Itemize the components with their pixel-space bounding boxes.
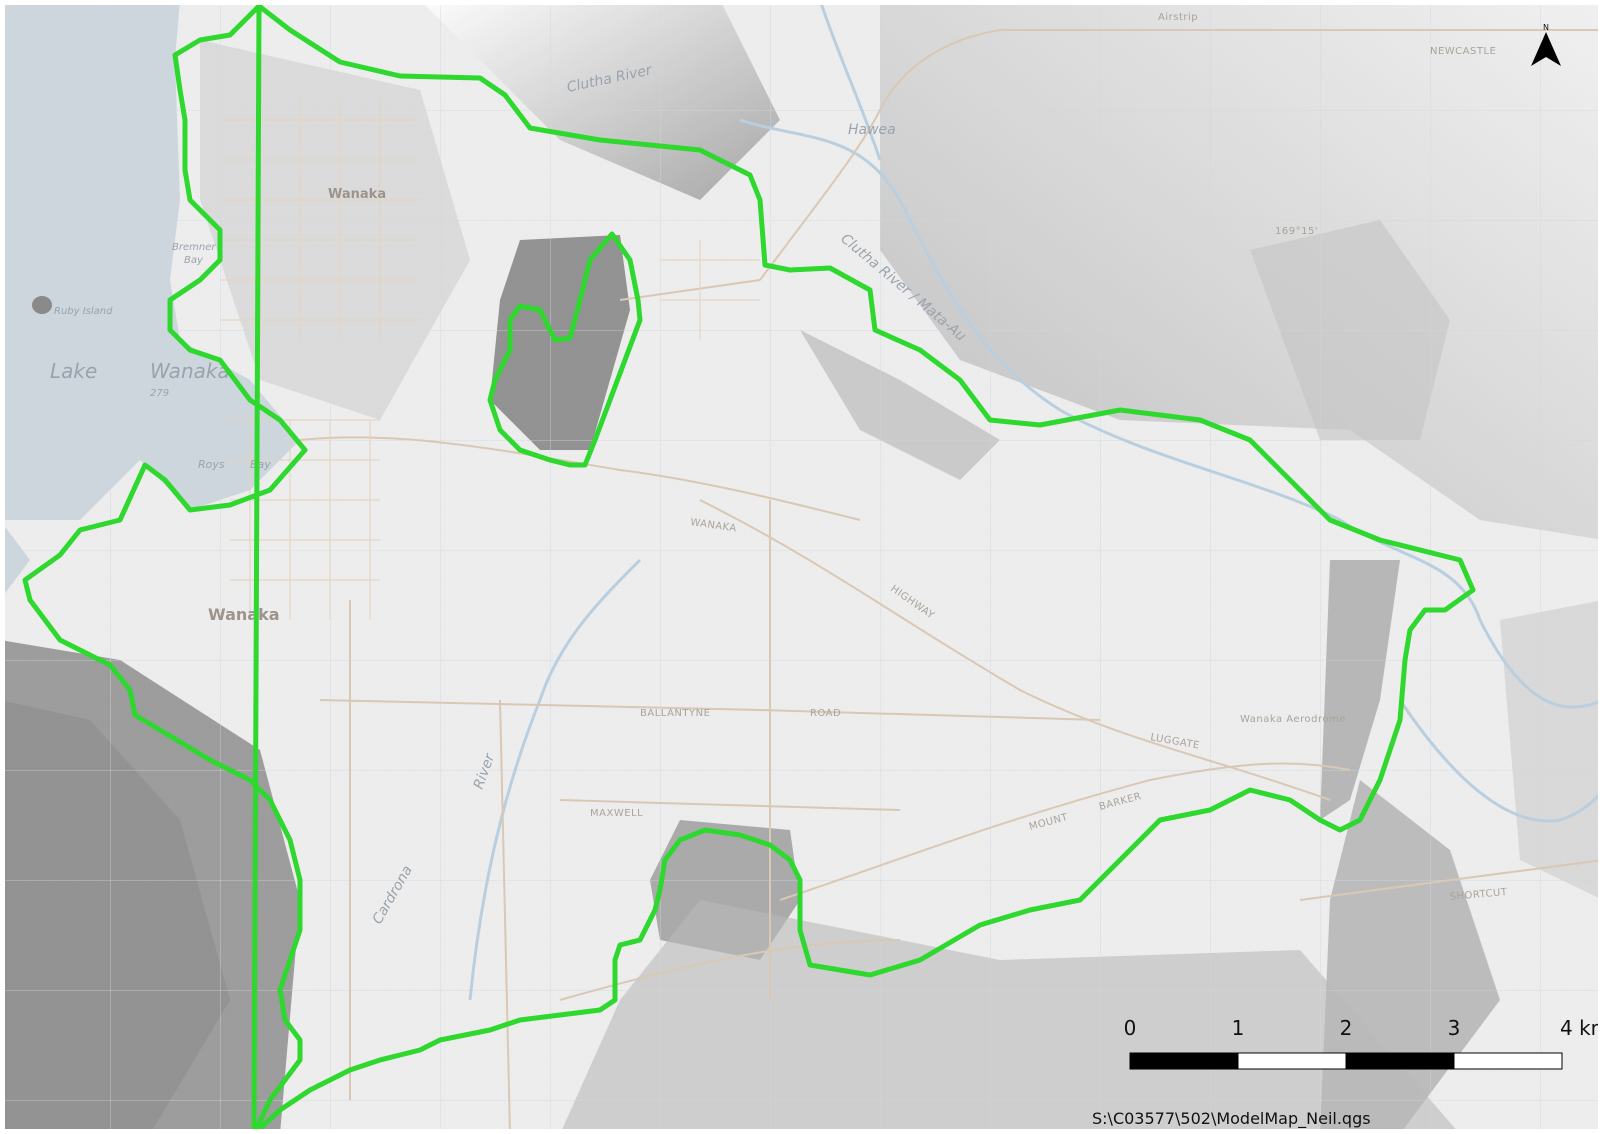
rivers bbox=[468, 0, 1603, 1001]
newcastle-label: NEWCASTLE bbox=[1430, 46, 1496, 57]
wanaka-town-label: Wanaka bbox=[208, 605, 280, 624]
ruby-island-label: Ruby Island bbox=[54, 306, 113, 317]
scale-label-0: 0 bbox=[1124, 1016, 1137, 1040]
shortcut-label: SHORTCUT bbox=[1449, 887, 1508, 903]
scale-label-3: 3 bbox=[1448, 1016, 1461, 1040]
lake-label: Lake bbox=[50, 359, 97, 383]
ballantyne-label: BALLANTYNE bbox=[640, 708, 710, 719]
excluded-area-boundary bbox=[487, 231, 643, 468]
scale-label-1: 1 bbox=[1232, 1016, 1245, 1040]
lake-elevation-label: 279 bbox=[150, 388, 169, 399]
scale-label-4: 4 km bbox=[1560, 1016, 1603, 1040]
road-label: ROAD bbox=[810, 708, 841, 719]
north-arrow-label: N bbox=[1543, 23, 1549, 32]
scale-segment-4 bbox=[1453, 1052, 1563, 1070]
scale-segment-3 bbox=[1345, 1052, 1455, 1070]
roys-bay-label: Bay bbox=[250, 458, 271, 471]
file-path-label: S:\C03577\502\ModelMap_Neil.qgs bbox=[1092, 1109, 1371, 1129]
bremner-label: Bremner bbox=[172, 242, 216, 253]
scale-segment-1 bbox=[1129, 1052, 1239, 1070]
town-streets bbox=[220, 100, 760, 620]
airstrip-label: Airstrip bbox=[1158, 12, 1198, 23]
scale-bar: 0 1 2 3 4 km bbox=[1124, 1016, 1603, 1070]
bremner-bay-label: Bay bbox=[184, 255, 204, 266]
roys-label: Roys bbox=[198, 458, 225, 471]
maxwell-label: MAXWELL bbox=[590, 808, 643, 819]
scale-label-2: 2 bbox=[1340, 1016, 1353, 1040]
aerodrome-label: Wanaka Aerodrome bbox=[1240, 714, 1346, 725]
north-arrow-icon bbox=[1531, 32, 1561, 66]
wanaka-north-label: Wanaka bbox=[328, 187, 386, 202]
lake-wanaka-label: Wanaka bbox=[150, 359, 230, 383]
study-area-boundary bbox=[22, 3, 1476, 1134]
hawea-label: Hawea bbox=[848, 122, 896, 138]
coordinate-label: 169°15' bbox=[1275, 226, 1318, 237]
north-arrow: N bbox=[1531, 23, 1561, 66]
scale-segment-2 bbox=[1237, 1052, 1347, 1070]
